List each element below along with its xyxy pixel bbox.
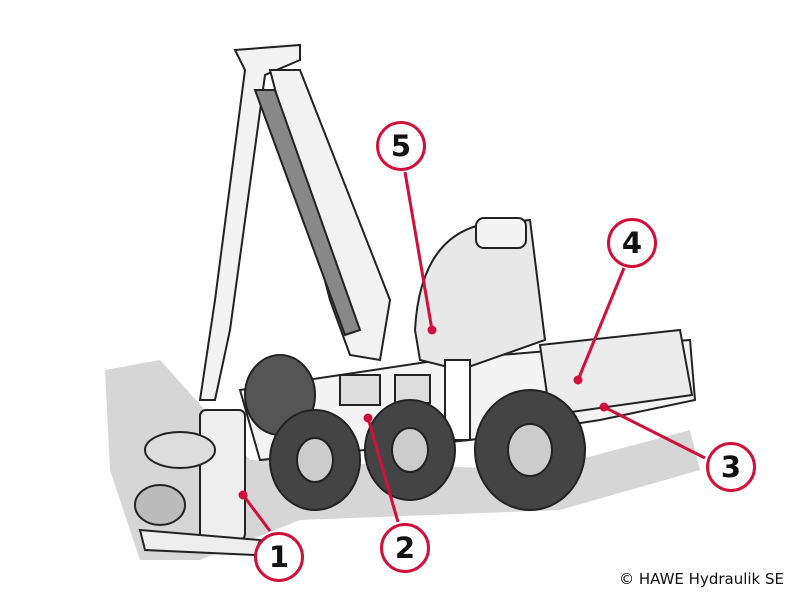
callout-leader-lines — [238, 171, 706, 532]
callout-1: 1 — [254, 532, 304, 582]
crane-arm — [198, 43, 392, 401]
callout-3: 3 — [706, 442, 756, 492]
callout-5: 5 — [376, 121, 426, 171]
copyright-notice: © HAWE Hydraulik SE — [619, 570, 784, 588]
harvester-head — [134, 409, 262, 557]
wheels — [244, 354, 586, 511]
callout-2: 2 — [380, 523, 430, 573]
callout-4: 4 — [607, 218, 657, 268]
